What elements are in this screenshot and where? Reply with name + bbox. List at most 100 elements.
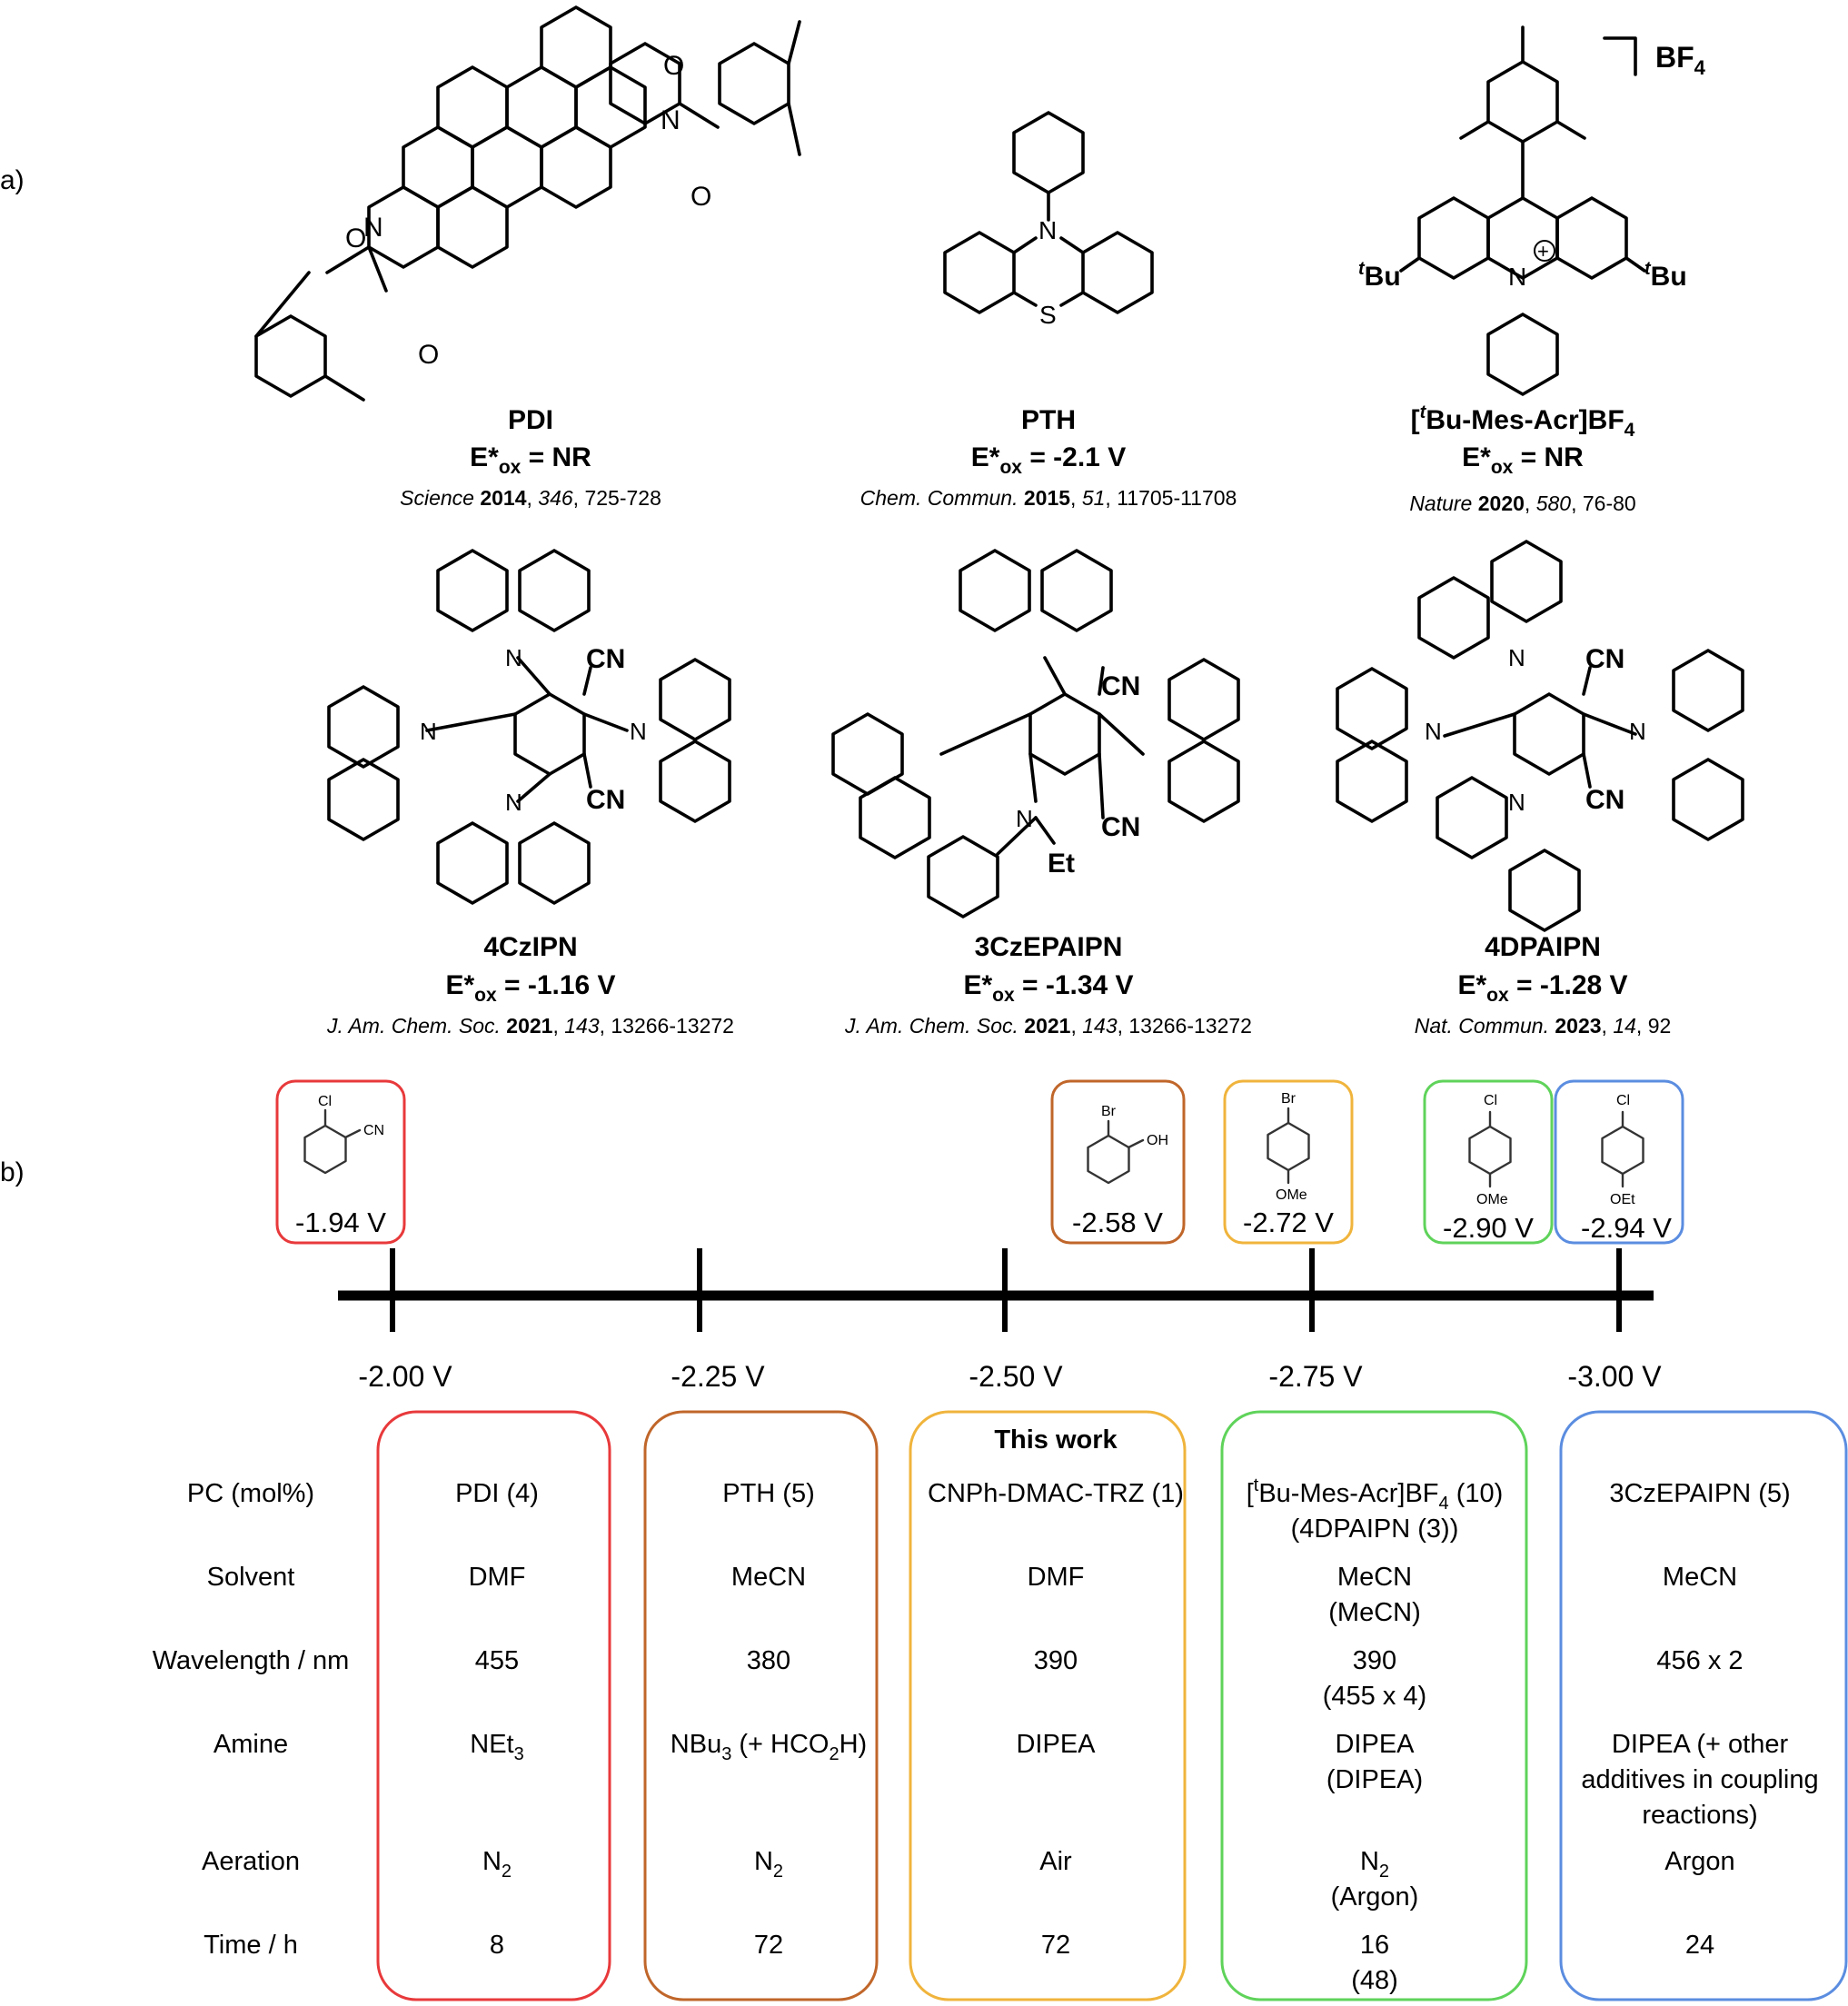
substrate-group-2: CN [363, 1123, 384, 1138]
catalyst-ref: J. Am. Chem. Soc. 2021, 143, 13266-13272 [326, 1014, 734, 1038]
cell-solvent: DMF [469, 1563, 526, 1592]
column-box-pdi [376, 1410, 611, 2001]
4dpaipn-n-3: N [1629, 718, 1646, 745]
substrate-group-1: Br [1101, 1104, 1117, 1119]
catalyst-eox: E*ox = -1.16 V [445, 970, 615, 1006]
substrate-potential: -2.58 V [1072, 1207, 1163, 1238]
pth-structure [943, 111, 1154, 314]
row-header-amine: Amine [214, 1730, 288, 1759]
4dpaipn-structure [1336, 540, 1744, 932]
substrate-potential: -2.90 V [1443, 1212, 1534, 1244]
axis-tick-label: -2.75 V [1268, 1360, 1363, 1393]
substrate-group-1: Cl [1616, 1093, 1630, 1108]
cell-pc-line2: (4DPAIPN (3)) [1291, 1514, 1459, 1544]
acr-bf4-label: BF4 [1655, 41, 1706, 79]
catalyst-name: 4CzIPN [483, 932, 577, 962]
pdi-n-label: N [363, 213, 383, 243]
pdi-o-label-3: O [663, 51, 684, 81]
column-box-this-work [909, 1410, 1187, 2001]
substrate-box [1050, 1079, 1186, 1245]
3czepaipn-n-1: N [1016, 805, 1033, 832]
cell-time: 72 [1041, 1931, 1070, 1960]
substrate-2: Br OH -2.58 V [1050, 1079, 1186, 1245]
row-header-time: Time / h [204, 1931, 298, 1960]
column-3czepaipn: 3CzEPAIPN (5) MeCN 456 x 2 DIPEA (+ othe… [1581, 1479, 1818, 1960]
catalyst-eox: E*ox = -1.34 V [963, 970, 1133, 1006]
4dpaipn-n-4: N [1508, 789, 1525, 816]
substrate-potential: -1.94 V [295, 1207, 386, 1238]
part-label-b: b) [0, 1157, 25, 1187]
substrate-group-1: Cl [318, 1094, 332, 1109]
acr-plus-circle [1534, 240, 1555, 262]
cell-pc: CNPh-DMAC-TRZ (1) [928, 1479, 1184, 1508]
substrate-group-1: Br [1281, 1091, 1297, 1107]
substrate-group-2: OMe [1476, 1192, 1508, 1207]
acridinium-structure [1399, 25, 1646, 396]
substrate-group-1: Cl [1484, 1093, 1497, 1108]
substrate-potential: -2.72 V [1243, 1207, 1334, 1238]
cell-aeration-line2: (Argon) [1331, 1882, 1419, 1912]
pdi-o-label-1: O [345, 223, 366, 253]
cell-pc: PTH (5) [722, 1479, 815, 1508]
cell-time: 24 [1685, 1931, 1714, 1960]
cell-time: 8 [490, 1931, 504, 1960]
4czipn-n-2: N [420, 718, 437, 745]
4czipn-n-1: N [505, 644, 522, 671]
cell-wavelength-line2: (455 x 4) [1323, 1682, 1426, 1711]
4dpaipn-cn-1: CN [1585, 644, 1624, 674]
catalyst-ref: Nat. Commun. 2023, 14, 92 [1415, 1014, 1672, 1038]
axis-tick-label: -2.25 V [671, 1360, 765, 1393]
cell-solvent: DMF [1028, 1563, 1085, 1592]
pdi-n-label-2: N [661, 105, 681, 135]
column-acr: [tBu-Mes-Acr]BF4 (10) (4DPAIPN (3)) MeCN… [1247, 1475, 1504, 1995]
substrate-box [1223, 1079, 1354, 1245]
4dpaipn-n-1: N [1508, 644, 1525, 671]
4dpaipn-cn-2: CN [1585, 785, 1624, 815]
caption-acridinium: [tBu-Mes-Acr]BF4 E*ox = NR Nature 2020, … [1409, 402, 1635, 515]
catalyst-name: [tBu-Mes-Acr]BF4 [1411, 402, 1635, 441]
row-header-pc: PC (mol%) [187, 1479, 314, 1508]
3czepaipn-cn-2: CN [1101, 812, 1140, 842]
pdi-o-label-2: O [418, 340, 439, 370]
substrate-4: Cl OMe -2.90 V [1423, 1079, 1554, 1245]
caption-pth: PTH E*ox = -2.1 V Chem. Commun. 2015, 51… [860, 405, 1237, 510]
4czipn-n-4: N [505, 789, 522, 816]
cell-pc: [tBu-Mes-Acr]BF4 (10) [1247, 1475, 1504, 1514]
column-box-pth [643, 1410, 879, 2001]
pdi-structure [254, 5, 801, 402]
substrate-potential: -2.94 V [1581, 1212, 1672, 1244]
cell-amine: DIPEA [1016, 1730, 1096, 1759]
substrate-3: Br OMe -2.72 V [1223, 1079, 1354, 1245]
3czepaipn-et: Et [1048, 849, 1075, 879]
cell-aeration: N2 [482, 1847, 512, 1882]
3czepaipn-cn-1: CN [1101, 671, 1140, 701]
catalyst-ref: J. Am. Chem. Soc. 2021, 143, 13266-13272 [844, 1014, 1252, 1038]
row-header-aeration: Aeration [202, 1847, 300, 1876]
cell-wavelength: 390 [1034, 1646, 1078, 1675]
cell-solvent: MeCN [731, 1563, 806, 1592]
catalyst-eox: E*ox = NR [1462, 442, 1584, 478]
4czipn-cn-2: CN [586, 785, 625, 815]
cell-time: 16 [1360, 1931, 1389, 1960]
catalyst-name: 4DPAIPN [1485, 932, 1601, 962]
cell-solvent-line2: (MeCN) [1328, 1598, 1421, 1627]
substrate-1: Cl CN -1.94 V [275, 1079, 406, 1245]
cell-pc: PDI (4) [455, 1479, 539, 1508]
this-work-label: This work [994, 1425, 1118, 1455]
cell-amine: DIPEA [1335, 1730, 1415, 1759]
catalyst-name: PTH [1021, 405, 1076, 435]
caption-pdi: PDI E*ox = NR Science 2014, 346, 725-728 [400, 405, 661, 510]
cell-aeration: N2 [1360, 1847, 1389, 1882]
caption-3czepaipn: 3CzEPAIPN E*ox = -1.34 V J. Am. Chem. So… [844, 932, 1252, 1038]
cell-amine: DIPEA (+ other [1612, 1730, 1789, 1759]
catalyst-eox: E*ox = -1.28 V [1457, 970, 1627, 1006]
catalyst-name: PDI [508, 405, 553, 435]
acr-n-label: N [1508, 263, 1526, 291]
column-box-acr [1220, 1410, 1528, 2001]
substrate-group-2: OMe [1276, 1187, 1307, 1203]
column-pth: PTH (5) MeCN 380 NBu3 (+ HCO2H) N2 72 [671, 1479, 867, 1960]
substrate-box [1554, 1079, 1684, 1245]
acr-plus-label: + [1537, 240, 1549, 263]
cell-pc: 3CzEPAIPN (5) [1609, 1479, 1790, 1508]
catalyst-eox: E*ox = NR [470, 442, 591, 478]
